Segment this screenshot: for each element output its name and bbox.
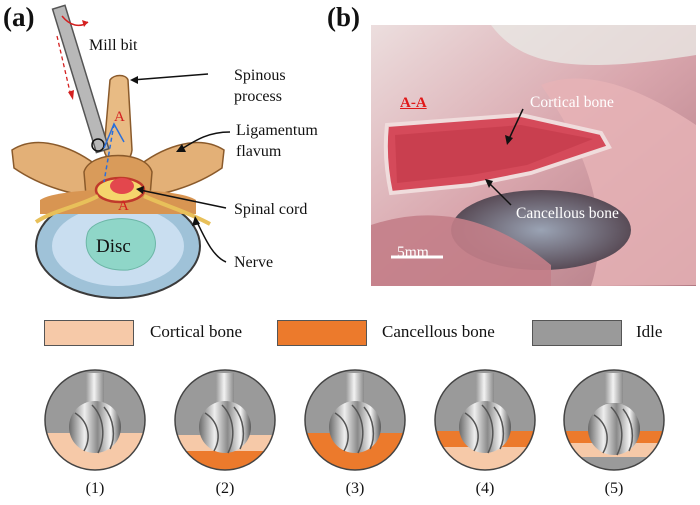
case-5-diagram [564,370,664,470]
case-2-diagram [175,370,275,470]
panel-a-label: (a) [3,2,35,32]
mill-bit [51,4,110,154]
cortical-bone-photo-label: Cortical bone [530,94,614,111]
section-aa-label: A-A [400,95,427,111]
spinous-process-label-line2: process [234,88,282,105]
panel-b-label: (b) [327,2,360,32]
case-3-label: (3) [345,480,365,497]
disc-label: Disc [96,236,131,257]
right-nerve [143,194,211,226]
spine-illustration [11,4,231,299]
ligamentum-flavum-label-line1: Ligamentum [236,122,318,139]
left-nerve [34,194,99,224]
ligamentum-flavum-label-line2: flavum [236,143,282,160]
legend-swatch-cancellous [277,320,367,346]
disc-nucleus [85,218,156,271]
case-1-label: (1) [85,480,105,497]
cancellous-bone-photo-label: Cancellous bone [516,205,619,222]
legend-swatch-cortical [44,320,134,346]
nerve-label: Nerve [234,254,274,271]
scale-label: 5mm [397,244,429,261]
spinal-cord [110,178,134,194]
spinous-process-label-line1: Spinous [234,67,286,84]
legend-label-idle: Idle [636,322,663,341]
case-1-diagram [45,370,145,470]
legend-swatch-idle [532,320,622,346]
milling-cases [44,369,665,471]
mill-bit-tip [91,138,105,152]
case-4-diagram [435,370,535,470]
bone-section-photo [371,25,696,286]
section-mark-bottom: A [118,198,129,214]
spinal-cord-label: Spinal cord [234,201,308,218]
case-4-label: (4) [475,480,495,497]
case-2-label: (2) [215,480,235,497]
mill-bit-label: Mill bit [89,37,138,54]
case-3-diagram [305,370,405,470]
case-5-label: (5) [604,480,624,497]
section-mark-top: A [114,109,125,125]
legend-label-cortical: Cortical bone [150,322,243,341]
legend-label-cancellous: Cancellous bone [382,322,495,341]
